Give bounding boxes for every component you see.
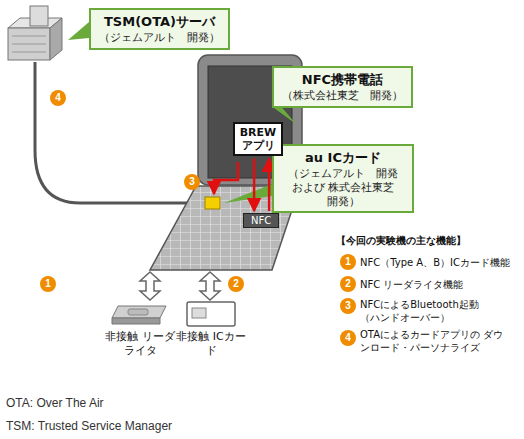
function-text: NFC（Type A、B）ICカード機能 [360,256,520,269]
node-text: NFC携帯電話 [282,71,403,89]
server-side [50,18,62,60]
callout-number: 4 [50,90,66,106]
double-arrow [200,272,220,300]
callout-number: 2 [340,276,356,292]
reader-pad [128,309,148,315]
callout-box: TSM(OTA)サーバ（ジェムアルト 開発） [89,8,230,50]
callout-number: 4 [340,330,356,346]
device-label: 非接触 リーダライタ [100,330,180,359]
reader-top [112,306,166,318]
callout-number: 3 [340,298,356,314]
server-slots [12,36,46,52]
card-chip [192,308,206,318]
device-label: 非接触 ICカード [176,330,246,359]
node-text: （ジェムアルト 開発 および 株式会社東芝 開発） [282,167,404,208]
node-text: au ICカード [282,149,404,167]
node-text: BREW アプリ [237,126,279,152]
function-text: NFCによるBluetooth起動 （ハンドオーバー） [360,298,500,324]
footnote: OTA: Over The Air [6,396,104,410]
node-text: （株式会社東芝 開発） [282,89,403,103]
signal-arrow [268,158,271,211]
legend-heading: 【今回の実験機の主な機能】 [336,234,466,248]
red-arrow [214,162,238,194]
callout-number: 1 [40,276,56,292]
app-box: BREW アプリ [233,122,283,156]
card-body [187,302,235,326]
ic-chip [205,197,220,209]
card-icon [187,302,235,326]
server-front [8,28,50,60]
function-text: NFC リーダライタ機能 [360,278,520,291]
ota-wire [35,62,204,203]
node-text: 非接触 ICカード [176,330,246,359]
double-arrow [140,272,160,300]
nfc-chip: NFC [243,213,279,228]
signal-arrow [253,158,256,211]
callout-number: 3 [184,174,200,190]
reader-icon [112,306,166,324]
server-icon [8,6,62,60]
callout-number: 2 [228,276,244,292]
node-text: 非接触 リーダライタ [100,330,180,359]
node-text: NFC [251,215,271,226]
node-text: TSM(OTA)サーバ [99,13,220,31]
callout-box: au ICカード（ジェムアルト 開発 および 株式会社東芝 開発） [272,144,414,213]
callout-box: NFC携帯電話（株式会社東芝 開発） [272,66,413,108]
server-tower [30,6,48,26]
callout-wedge [224,184,272,203]
function-text: OTAによるカードアプリの ダウンロード・パーソナライズ [360,328,505,354]
callout-wedge [68,22,89,40]
reader-side [112,318,160,324]
node-text: （ジェムアルト 開発） [99,31,220,45]
callout-number: 1 [340,254,356,270]
footnote: TSM: Trusted Service Manager [6,419,172,433]
